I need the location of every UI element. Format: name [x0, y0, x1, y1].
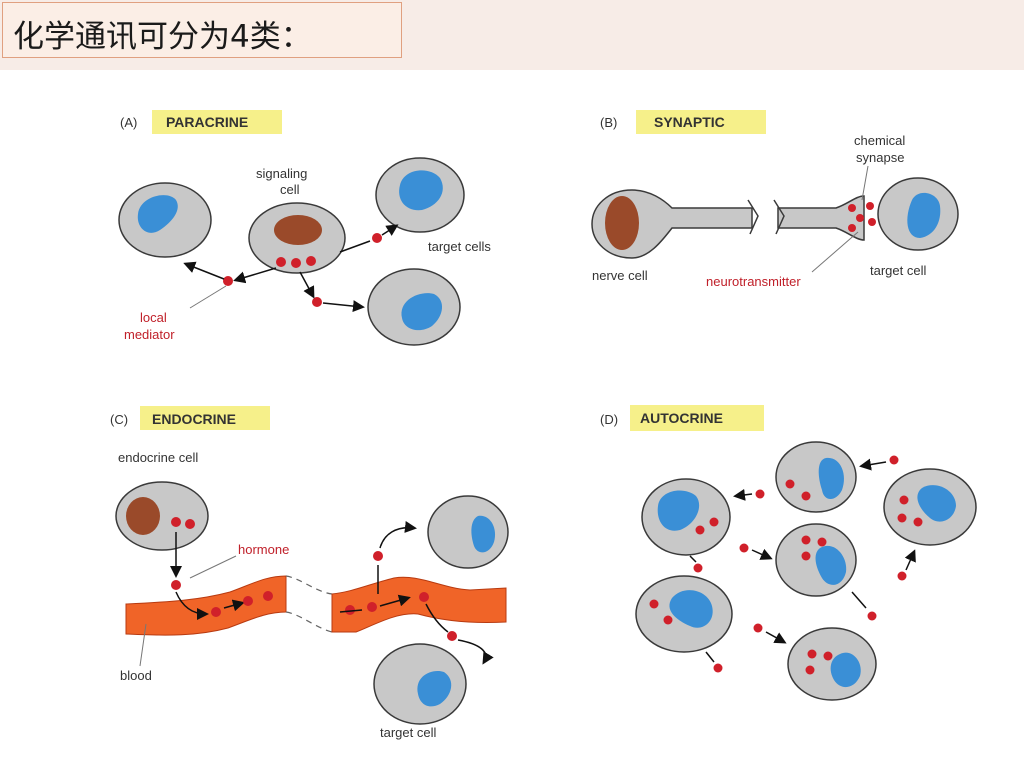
arrow [859, 458, 887, 471]
arrow [339, 609, 363, 613]
arrow [381, 224, 399, 236]
synaptic-target-cell-label: target cell [870, 263, 926, 278]
hormone-label: hormone [238, 542, 289, 557]
hormone-molecule [345, 605, 355, 615]
pointer-line [189, 285, 227, 309]
arrow [183, 261, 225, 280]
endocrine-target-cell-top [427, 495, 509, 569]
panel-endocrine: (C) ENDOCRINE endocrine cell blood hormo… [110, 406, 509, 740]
endocrine-target-cell-label: target cell [380, 725, 436, 740]
blood-vessel-right [331, 576, 507, 633]
nerve-cell [591, 189, 865, 259]
panel-synaptic: (B) SYNAPTIC nerve cell chemical synapse… [591, 110, 959, 289]
arrow [751, 548, 773, 560]
hormone-molecule [447, 631, 457, 641]
mediator-molecule [312, 297, 322, 307]
endocrine-cell [115, 481, 209, 551]
mediator-molecule [372, 233, 382, 243]
autocrine-cell [883, 468, 977, 546]
arrow [904, 549, 916, 571]
autocrine-cell [775, 523, 857, 597]
mediator-molecule [291, 258, 301, 268]
panel-c-label-bg [140, 406, 270, 430]
nerve-cell-label: nerve cell [592, 268, 648, 283]
arrow [689, 555, 697, 563]
signaling-cell-label-1: signaling [256, 166, 307, 181]
neurotransmitter-molecule [868, 218, 876, 226]
local-mediator-label-2: mediator [124, 327, 175, 342]
neurotransmitter-label: neurotransmitter [706, 274, 801, 289]
hormone-molecule [373, 551, 383, 561]
panel-b-label-bg [636, 110, 766, 134]
panel-a-code: (A) [120, 115, 137, 130]
synaptic-target-cell [877, 177, 959, 251]
panel-a-name: PARACRINE [166, 114, 248, 130]
arrow [339, 240, 371, 253]
hormone-molecule [185, 519, 195, 529]
chemical-synapse-label-2: synapse [856, 150, 904, 165]
neurotransmitter-molecule [848, 204, 856, 212]
hormone-molecule [171, 580, 181, 590]
title-box: 化学通讯可分为4类： [2, 2, 402, 58]
neurotransmitter-molecule [866, 202, 874, 210]
panel-d-label-bg [630, 405, 764, 431]
target-cell-bottom-right [367, 268, 461, 346]
neurotransmitter-molecule [856, 214, 864, 222]
signaling-cell [248, 202, 346, 274]
panel-d-code: (D) [600, 412, 618, 427]
neurotransmitter-molecule [848, 224, 856, 232]
arrow [322, 300, 365, 313]
blood-label: blood [120, 668, 152, 683]
panel-paracrine: (A) PARACRINE signaling cell target cell… [118, 110, 491, 346]
autocrine-cell [641, 478, 731, 556]
hormone-molecule [211, 607, 221, 617]
endocrine-cell-label: endocrine cell [118, 450, 198, 465]
blood-vessel-left [125, 575, 287, 636]
arrow [457, 639, 494, 665]
arrow [765, 631, 787, 644]
arrow [175, 591, 209, 620]
target-cell-top-right [375, 157, 465, 233]
local-mediator-label-1: local [140, 310, 167, 325]
hormone-molecule [419, 592, 429, 602]
arrow [379, 521, 417, 549]
arrow [851, 591, 867, 609]
panel-b-code: (B) [600, 115, 617, 130]
autocrine-cell [775, 441, 857, 513]
panel-a-label-bg [152, 110, 282, 134]
panel-c-name: ENDOCRINE [152, 411, 236, 427]
panel-autocrine: (D) AUTOCRINE [600, 405, 977, 701]
target-cell-left [118, 182, 212, 258]
hormone-molecule [263, 591, 273, 601]
hormone-molecule [171, 517, 181, 527]
pointer-line [861, 165, 869, 201]
cell-signaling-diagram: (A) PARACRINE signaling cell target cell… [110, 110, 977, 740]
hormone-molecule [367, 602, 377, 612]
chemical-synapse-label-1: chemical [854, 133, 905, 148]
pointer-line [811, 231, 859, 273]
panel-c-code: (C) [110, 412, 128, 427]
autocrine-cell [635, 575, 733, 653]
autocrine-cell [787, 627, 877, 701]
mediator-molecule [223, 276, 233, 286]
pointer-line [189, 555, 237, 579]
signaling-cell-label-2: cell [280, 182, 300, 197]
panel-b-name: SYNAPTIC [654, 114, 725, 130]
arrow [299, 271, 315, 299]
arrow [705, 651, 715, 663]
mediator-molecule [276, 257, 286, 267]
pointer-line [139, 623, 147, 667]
target-cells-label: target cells [428, 239, 491, 254]
panel-d-name: AUTOCRINE [640, 410, 723, 426]
mediator-molecule [306, 256, 316, 266]
arrow [233, 267, 277, 284]
arrow [223, 599, 245, 612]
arrow [733, 488, 753, 501]
hormone-molecule [243, 596, 253, 606]
endocrine-target-cell-bottom [373, 643, 467, 725]
arrow [425, 603, 449, 633]
arrow [379, 594, 411, 607]
slide-title: 化学通讯可分为4类： [13, 19, 312, 55]
